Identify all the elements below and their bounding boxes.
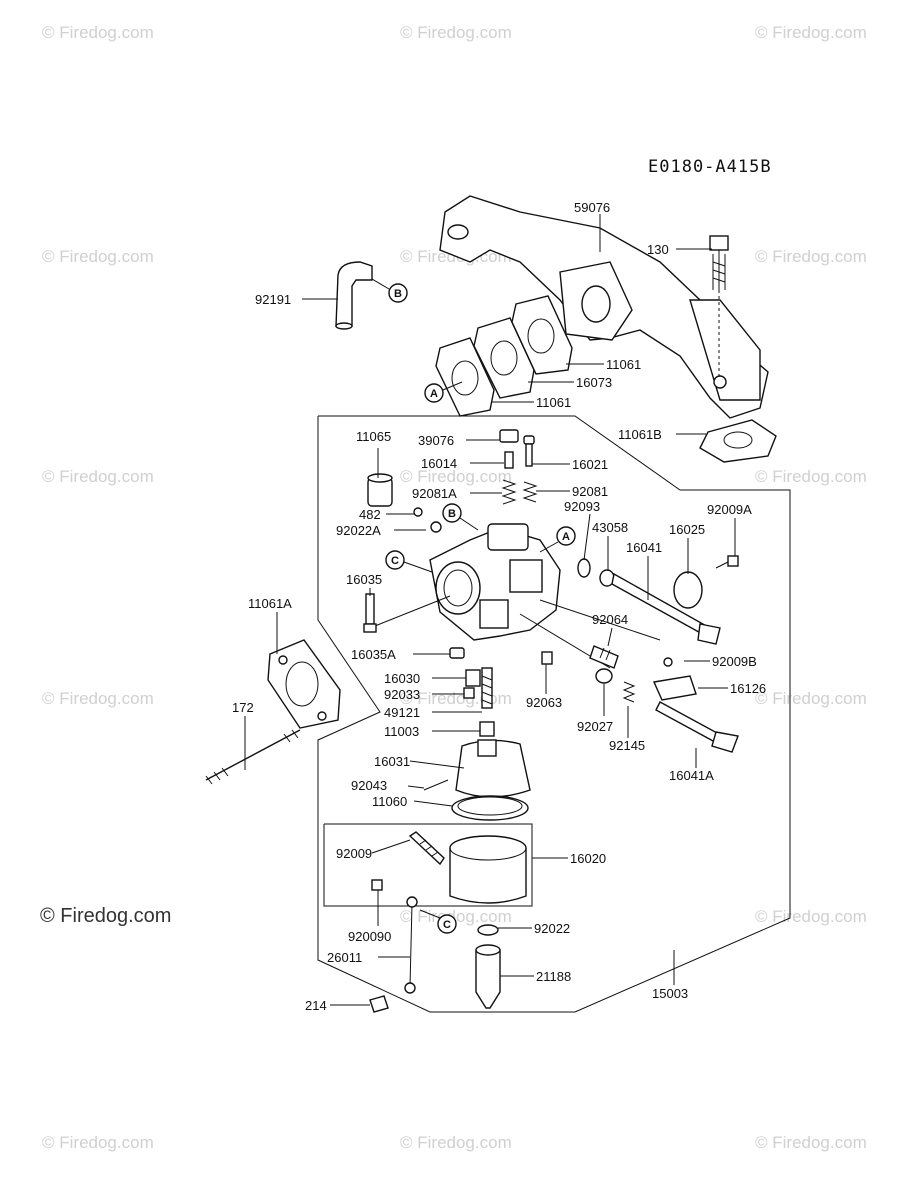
part-label: 172 xyxy=(232,700,254,715)
part-label: 92191 xyxy=(255,292,291,307)
bottom-parts-drawing xyxy=(369,879,501,1013)
part-label: 92009B xyxy=(712,654,757,669)
watermark: © Firedog.com xyxy=(400,23,512,42)
part-label: 16025 xyxy=(669,522,705,537)
watermark: © Firedog.com xyxy=(42,1133,154,1152)
part-label: 16021 xyxy=(572,457,608,472)
part-label: 92033 xyxy=(384,687,420,702)
part-label: 16073 xyxy=(576,375,612,390)
watermark: © Firedog.com xyxy=(755,689,867,708)
part-label: 11003 xyxy=(384,724,419,739)
screws-left-drawing xyxy=(363,593,465,659)
part-label: 16014 xyxy=(421,456,457,471)
part-label: 16031 xyxy=(374,754,410,769)
part-label: 16030 xyxy=(384,671,420,686)
callout-letter: A xyxy=(430,388,438,400)
gasket-11061b-drawing xyxy=(699,419,777,463)
watermark: © Firedog.com xyxy=(755,247,867,266)
stud-and-gasket-drawing xyxy=(205,639,341,785)
watermark: © Firedog.com xyxy=(42,689,154,708)
part-label: 92081A xyxy=(412,486,457,501)
watermark: © Firedog.com xyxy=(400,467,512,486)
carburetor-body-drawing xyxy=(369,521,661,669)
watermark: © Firedog.com xyxy=(400,907,512,926)
part-label: 11061B xyxy=(618,427,662,442)
part-label: 59076 xyxy=(574,200,610,215)
watermark: © Firedog.com xyxy=(42,467,154,486)
part-label: 92043 xyxy=(351,778,387,793)
part-label: 92009A xyxy=(707,502,752,517)
throttle-shaft-drawing xyxy=(599,555,739,645)
part-label: 92081 xyxy=(572,484,608,499)
part-label: 11065 xyxy=(356,429,391,444)
part-label: 482 xyxy=(359,507,381,522)
callout-letter: C xyxy=(443,919,451,931)
part-label: 92022 xyxy=(534,921,570,936)
callout-c-body: C xyxy=(385,550,405,570)
leader-lines xyxy=(244,214,736,1006)
filter-drawing xyxy=(367,473,423,517)
part-label: 16035A xyxy=(351,647,396,662)
watermark: © Firedog.com xyxy=(755,907,867,926)
watermark: © Firedog.com xyxy=(755,1133,867,1152)
watermark: © Firedog.com xyxy=(755,23,867,42)
part-label: 92064 xyxy=(592,612,628,627)
part-label: 26011 xyxy=(327,950,362,965)
part-label: 11061 xyxy=(606,357,641,372)
part-labels: 59076 130 92191 11061 16073 11061 11061B… xyxy=(232,200,766,1013)
part-label: 16035 xyxy=(346,572,382,587)
part-label: 92063 xyxy=(526,695,562,710)
top-parts-drawing xyxy=(499,429,538,505)
float-drawing xyxy=(423,739,531,821)
assembly-boundary xyxy=(317,415,791,1013)
part-label: 11060 xyxy=(372,794,407,809)
callout-a-body: A xyxy=(556,526,576,546)
bowl-drawing xyxy=(323,823,533,907)
part-label: 92145 xyxy=(609,738,645,753)
part-label: 16041A xyxy=(669,768,714,783)
part-label: 16020 xyxy=(570,851,606,866)
callout-b-body: B xyxy=(442,503,462,523)
part-label: 130 xyxy=(647,242,669,257)
part-label: 16126 xyxy=(730,681,766,696)
watermark: © Firedog.com xyxy=(42,23,154,42)
watermark: © Firedog.com xyxy=(42,247,154,266)
part-label: 92093 xyxy=(564,499,600,514)
callout-letter: A xyxy=(562,531,570,543)
part-label: 92022A xyxy=(336,523,381,538)
jet-parts-drawing xyxy=(463,651,553,737)
part-label: 92027 xyxy=(577,719,613,734)
bolt-drawing xyxy=(709,235,729,380)
callout-letter: B xyxy=(394,288,402,300)
callout-c-bottom: C xyxy=(437,914,457,934)
callout-a-left: A xyxy=(424,383,444,403)
callout-letter: C xyxy=(391,555,399,567)
idle-parts-drawing xyxy=(589,645,739,753)
part-label: 920090 xyxy=(348,929,391,944)
callout-b-top: B xyxy=(388,283,408,303)
part-label: 15003 xyxy=(652,986,688,1001)
part-label: 16041 xyxy=(626,540,662,555)
hose-drawing xyxy=(335,261,373,330)
watermark: © Firedog.com xyxy=(400,1133,512,1152)
part-label: 43058 xyxy=(592,520,628,535)
part-label: 11061 xyxy=(536,395,571,410)
watermark-large: © Firedog.com xyxy=(40,905,171,927)
diagram-code: E0180-A415B xyxy=(648,157,772,177)
part-label: 49121 xyxy=(384,705,420,720)
part-label: 92009 xyxy=(336,846,372,861)
part-label: 11061A xyxy=(248,596,292,611)
exhaust-manifold-drawing xyxy=(439,195,769,419)
part-label: 21188 xyxy=(536,969,571,984)
part-label: 214 xyxy=(305,998,327,1013)
watermark: © Firedog.com xyxy=(755,467,867,486)
callout-letter: B xyxy=(448,508,456,520)
part-label: 39076 xyxy=(418,433,454,448)
gaskets-drawing xyxy=(435,295,573,417)
